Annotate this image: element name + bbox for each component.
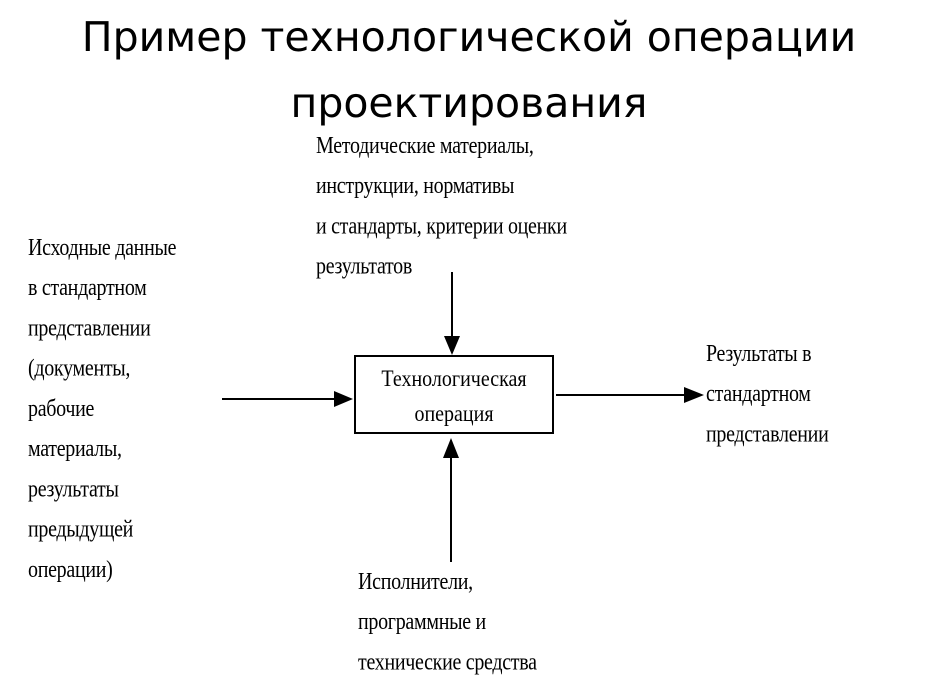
- mechanisms-line: программные и: [358, 608, 486, 636]
- title-line-1: Пример технологической операции: [81, 13, 857, 61]
- inputs-line: операции): [28, 556, 113, 584]
- diagram-arrows: [222, 272, 704, 562]
- outputs-line: представлении: [706, 420, 829, 448]
- outputs-line: стандартном: [706, 380, 811, 408]
- inputs-line: в стандартном: [28, 274, 147, 302]
- inputs-line: материалы,: [28, 435, 122, 463]
- process-box: Технологическая операция: [354, 355, 554, 434]
- controls-line: и стандарты, критерии оценки: [316, 212, 567, 240]
- control-arrow: [444, 272, 460, 355]
- inputs-line: предыдущей: [28, 515, 134, 543]
- controls-line: результатов: [316, 252, 413, 280]
- inputs-line: Исходные данные: [28, 234, 177, 261]
- inputs-line: результаты: [28, 475, 119, 503]
- outputs-label: Результаты в стандартном представлении: [706, 334, 829, 455]
- mechanism-arrow: [443, 438, 459, 562]
- controls-line: Методические материалы,: [316, 132, 534, 159]
- output-arrow: [556, 387, 704, 403]
- input-arrow: [222, 391, 353, 407]
- process-label-line-2: операция: [414, 401, 494, 428]
- inputs-line: (документы,: [28, 354, 131, 382]
- controls-line: инструкции, нормативы: [316, 172, 515, 200]
- slide-title: Пример технологической операции проектир…: [0, 4, 938, 136]
- outputs-line: Результаты в: [706, 340, 812, 367]
- controls-label: Методические материалы, инструкции, норм…: [316, 126, 567, 287]
- title-line-2: проектирования: [290, 79, 648, 127]
- mechanisms-line: Исполнители,: [358, 568, 473, 595]
- process-label-line-1: Технологическая: [381, 365, 527, 392]
- inputs-label: Исходные данные в стандартном представле…: [28, 228, 176, 590]
- inputs-line: рабочие: [28, 395, 95, 422]
- inputs-line: представлении: [28, 314, 151, 342]
